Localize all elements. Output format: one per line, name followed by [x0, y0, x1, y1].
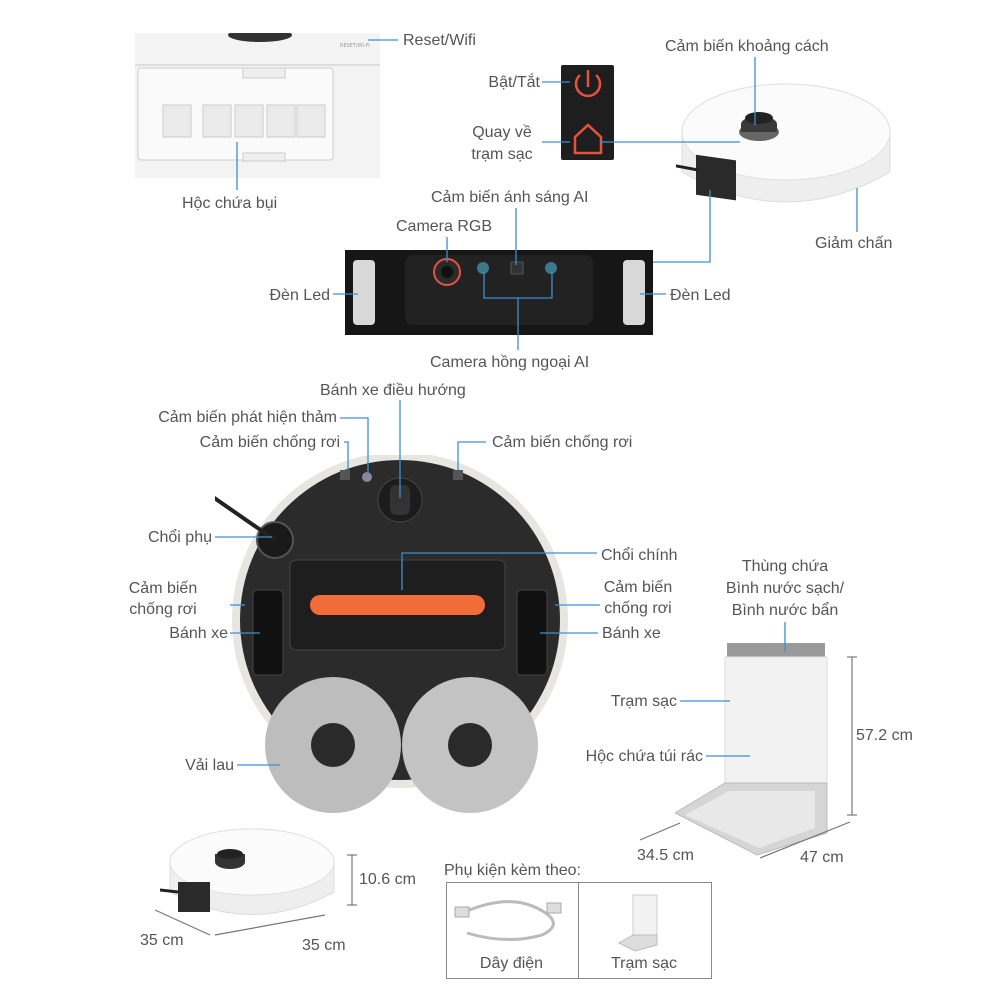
svg-text:RESET/Wi-Fi: RESET/Wi-Fi	[340, 43, 370, 49]
label-reset-wifi: Reset/Wifi	[403, 32, 476, 49]
home-icon	[573, 123, 603, 155]
label-station-height: 57.2 cm	[856, 727, 913, 744]
label-mop-pad: Vải lau	[185, 757, 234, 774]
label-main-brush: Chổi chính	[601, 547, 678, 564]
label-bag-compartment: Hộc chứa túi rác	[585, 748, 703, 765]
robot-bottom-photo	[208, 452, 585, 815]
label-bumper: Giảm chấn	[815, 235, 893, 252]
label-charging-station: Trạm sạc	[610, 693, 677, 710]
button-panel	[561, 65, 614, 160]
label-robot-height: 10.6 cm	[359, 871, 416, 888]
label-wheel-left: Bánh xe	[169, 625, 228, 642]
label-nav-wheel: Bánh xe điều hướng	[320, 382, 466, 399]
label-return-home-1: Quay về	[472, 124, 532, 141]
label-distance-sensor: Cảm biến khoảng cách	[665, 38, 829, 55]
label-cliff-left-2: chống rơi	[129, 601, 197, 618]
robot-top-photo	[665, 72, 894, 220]
label-led-right: Đèn Led	[670, 287, 731, 304]
label-accessories-title: Phụ kiện kèm theo:	[444, 862, 581, 879]
label-power: Bật/Tắt	[488, 74, 540, 91]
label-tank-1: Thùng chứa	[741, 558, 829, 575]
label-ai-infrared-camera: Camera hồng ngoại AI	[430, 354, 590, 371]
robot-small-photo	[159, 822, 340, 924]
label-carpet-sensor: Cảm biến phát hiện thảm	[158, 409, 337, 426]
dust-bin-photo: RESET/Wi-Fi	[135, 28, 380, 178]
power-cord-icon	[454, 900, 562, 942]
label-cliff-left-1: Cảm biến	[128, 580, 198, 597]
label-tank-2: Bình nước sạch/	[725, 580, 845, 597]
label-cliff-right-1: Cảm biến	[603, 579, 673, 596]
label-return-home-2: trạm sạc	[471, 146, 533, 163]
charging-station-photo	[673, 643, 835, 858]
label-accessory-station: Trạm sạc	[610, 955, 678, 972]
station-accessory-icon	[617, 894, 658, 952]
power-icon	[574, 70, 602, 98]
label-led-left: Đèn Led	[269, 287, 331, 304]
label-tank-3: Bình nước bẩn	[731, 602, 839, 619]
label-station-depth: 34.5 cm	[637, 847, 694, 864]
label-cliff-sensor-top-right: Cảm biến chống rơi	[492, 434, 633, 451]
main-brush	[310, 595, 485, 615]
label-wheel-right: Bánh xe	[602, 625, 661, 642]
label-station-width: 47 cm	[800, 849, 844, 866]
label-side-brush: Chổi phụ	[147, 529, 212, 546]
label-power-cord: Dây điện	[479, 955, 544, 972]
label-ai-light-sensor: Cảm biến ánh sáng AI	[431, 189, 589, 206]
label-cliff-sensor-top-left: Cảm biến chống rơi	[199, 434, 340, 451]
label-rgb-camera: Camera RGB	[396, 218, 493, 235]
front-sensor-strip	[345, 250, 653, 335]
label-robot-width: 35 cm	[302, 937, 346, 954]
label-dust-bin: Hộc chứa bụi	[182, 195, 278, 212]
label-robot-depth: 35 cm	[140, 932, 184, 949]
label-cliff-right-2: chống rơi	[604, 600, 672, 617]
accessories-box	[446, 882, 712, 979]
